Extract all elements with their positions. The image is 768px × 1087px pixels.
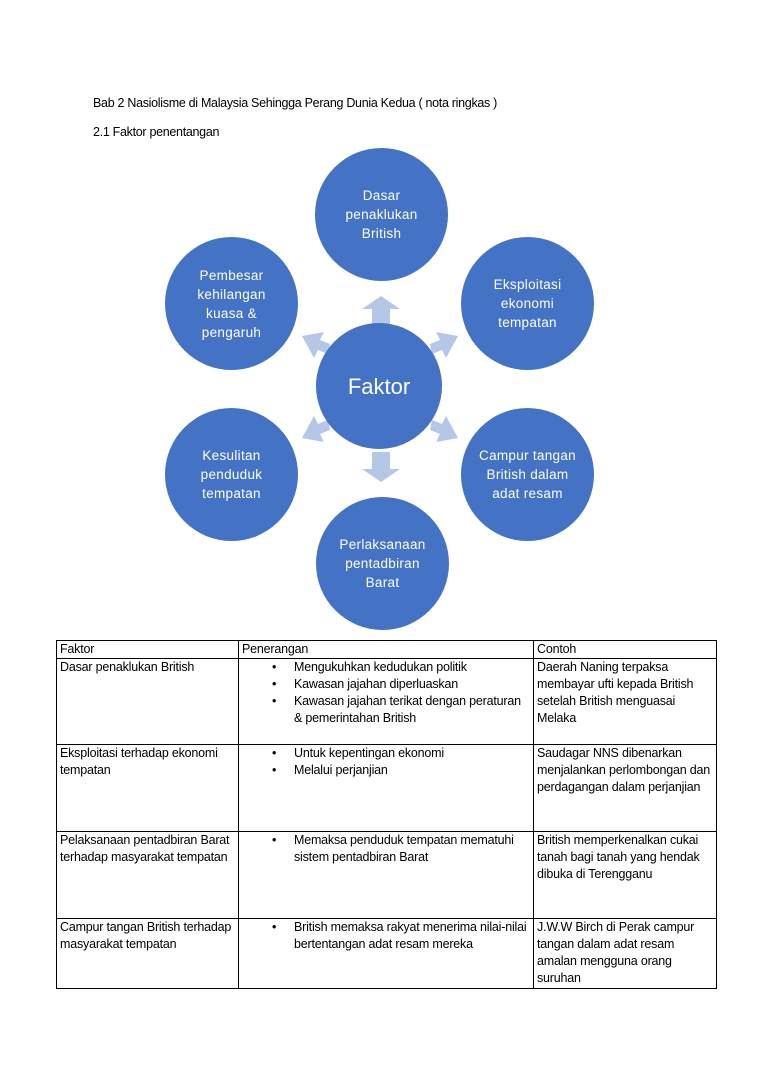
table-header-row: Faktor Penerangan Contoh bbox=[56, 640, 717, 659]
arrow-upper-left-icon bbox=[302, 332, 330, 358]
cell-contoh: Saudagar NNS dibenarkan menjalankan perl… bbox=[533, 744, 717, 832]
header-penerangan: Penerangan bbox=[238, 640, 534, 659]
list-item: •British memaksa rakyat menerima nilai-n… bbox=[272, 920, 527, 951]
cell-contoh: J.W.W Birch di Perak campur tangan dalam… bbox=[533, 918, 717, 989]
node-top: Dasar penaklukan British bbox=[315, 148, 448, 281]
cell-faktor: Dasar penaklukan British bbox=[56, 658, 239, 745]
list-item: •Kawasan jajahan diperluaskan bbox=[272, 677, 458, 691]
bullet-list: •Mengukuhkan kedudukan politik •Kawasan … bbox=[242, 659, 530, 727]
factors-table: Faktor Penerangan Contoh Dasar penakluka… bbox=[56, 640, 717, 989]
list-item: •Kawasan jajahan terikat dengan peratura… bbox=[272, 694, 521, 725]
cycle-diagram: Faktor Dasar penaklukan British Eksploit… bbox=[165, 148, 594, 630]
list-item: •Melalui perjanjian bbox=[272, 763, 388, 777]
header-contoh: Contoh bbox=[533, 640, 717, 659]
arrow-lower-left-icon bbox=[302, 416, 330, 442]
bullet-icon: • bbox=[272, 746, 277, 760]
node-lower-left-label: Kesulitan penduduk tempatan bbox=[200, 448, 263, 501]
node-top-label: Dasar penaklukan British bbox=[345, 188, 418, 241]
cell-penerangan: •Memaksa penduduk tempatan mematuhi sist… bbox=[238, 831, 534, 919]
cell-faktor: Eksploitasi terhadap ekonomi tempatan bbox=[56, 744, 239, 832]
bullet-icon: • bbox=[272, 763, 277, 777]
cell-faktor: Campur tangan British terhadap masyaraka… bbox=[56, 918, 239, 989]
node-lower-right-label: Campur tangan British dalam adat resam bbox=[479, 448, 576, 501]
node-lower-left: Kesulitan penduduk tempatan bbox=[165, 408, 298, 541]
arrow-up-icon bbox=[362, 296, 400, 326]
list-item: •Memaksa penduduk tempatan mematuhi sist… bbox=[272, 833, 514, 864]
header-faktor: Faktor bbox=[56, 640, 239, 659]
node-upper-right: Eksploitasi ekonomi tempatan bbox=[461, 237, 594, 370]
node-upper-left: Pembesar kehilangan kuasa & pengaruh bbox=[165, 237, 298, 370]
cell-faktor: Pelaksanaan pentadbiran Barat terhadap m… bbox=[56, 831, 239, 919]
bullet-list: •Memaksa penduduk tempatan mematuhi sist… bbox=[242, 832, 530, 866]
table-row: Dasar penaklukan British •Mengukuhkan ke… bbox=[56, 658, 717, 745]
arrow-down-icon bbox=[362, 452, 400, 482]
bullet-icon: • bbox=[272, 660, 277, 674]
list-item: •Untuk kepentingan ekonomi bbox=[272, 746, 444, 760]
document-title: Bab 2 Nasiolisme di Malaysia Sehingga Pe… bbox=[93, 96, 498, 110]
node-bottom-label: Perlaksanaan pentadbiran Barat bbox=[339, 537, 426, 590]
bullet-list: •British memaksa rakyat menerima nilai-n… bbox=[242, 919, 530, 953]
bullet-icon: • bbox=[272, 920, 277, 934]
cell-penerangan: •Untuk kepentingan ekonomi •Melalui perj… bbox=[238, 744, 534, 832]
bullet-icon: • bbox=[272, 833, 277, 847]
node-bottom: Perlaksanaan pentadbiran Barat bbox=[316, 497, 449, 630]
arrow-upper-right-icon bbox=[430, 332, 458, 358]
table-row: Pelaksanaan pentadbiran Barat terhadap m… bbox=[56, 831, 717, 919]
center-node-label: Faktor bbox=[347, 373, 411, 399]
bullet-icon: • bbox=[272, 694, 277, 708]
arrow-lower-right-icon bbox=[430, 416, 458, 442]
center-node: Faktor bbox=[316, 323, 442, 449]
table-row: Campur tangan British terhadap masyaraka… bbox=[56, 918, 717, 989]
bullet-icon: • bbox=[272, 677, 277, 691]
bullet-list: •Untuk kepentingan ekonomi •Melalui perj… bbox=[242, 745, 530, 779]
cell-penerangan: •Mengukuhkan kedudukan politik •Kawasan … bbox=[238, 658, 534, 745]
node-upper-right-label: Eksploitasi ekonomi tempatan bbox=[493, 277, 562, 330]
list-item: •Mengukuhkan kedudukan politik bbox=[272, 660, 467, 674]
node-upper-left-label: Pembesar kehilangan kuasa & pengaruh bbox=[197, 267, 266, 340]
cell-contoh: Daerah Naning terpaksa membayar ufti kep… bbox=[533, 658, 717, 745]
table-row: Eksploitasi terhadap ekonomi tempatan •U… bbox=[56, 744, 717, 832]
section-subtitle: 2.1 Faktor penentangan bbox=[93, 125, 220, 139]
node-lower-right: Campur tangan British dalam adat resam bbox=[461, 408, 594, 541]
cell-penerangan: •British memaksa rakyat menerima nilai-n… bbox=[238, 918, 534, 989]
cell-contoh: British memperkenalkan cukai tanah bagi … bbox=[533, 831, 717, 919]
